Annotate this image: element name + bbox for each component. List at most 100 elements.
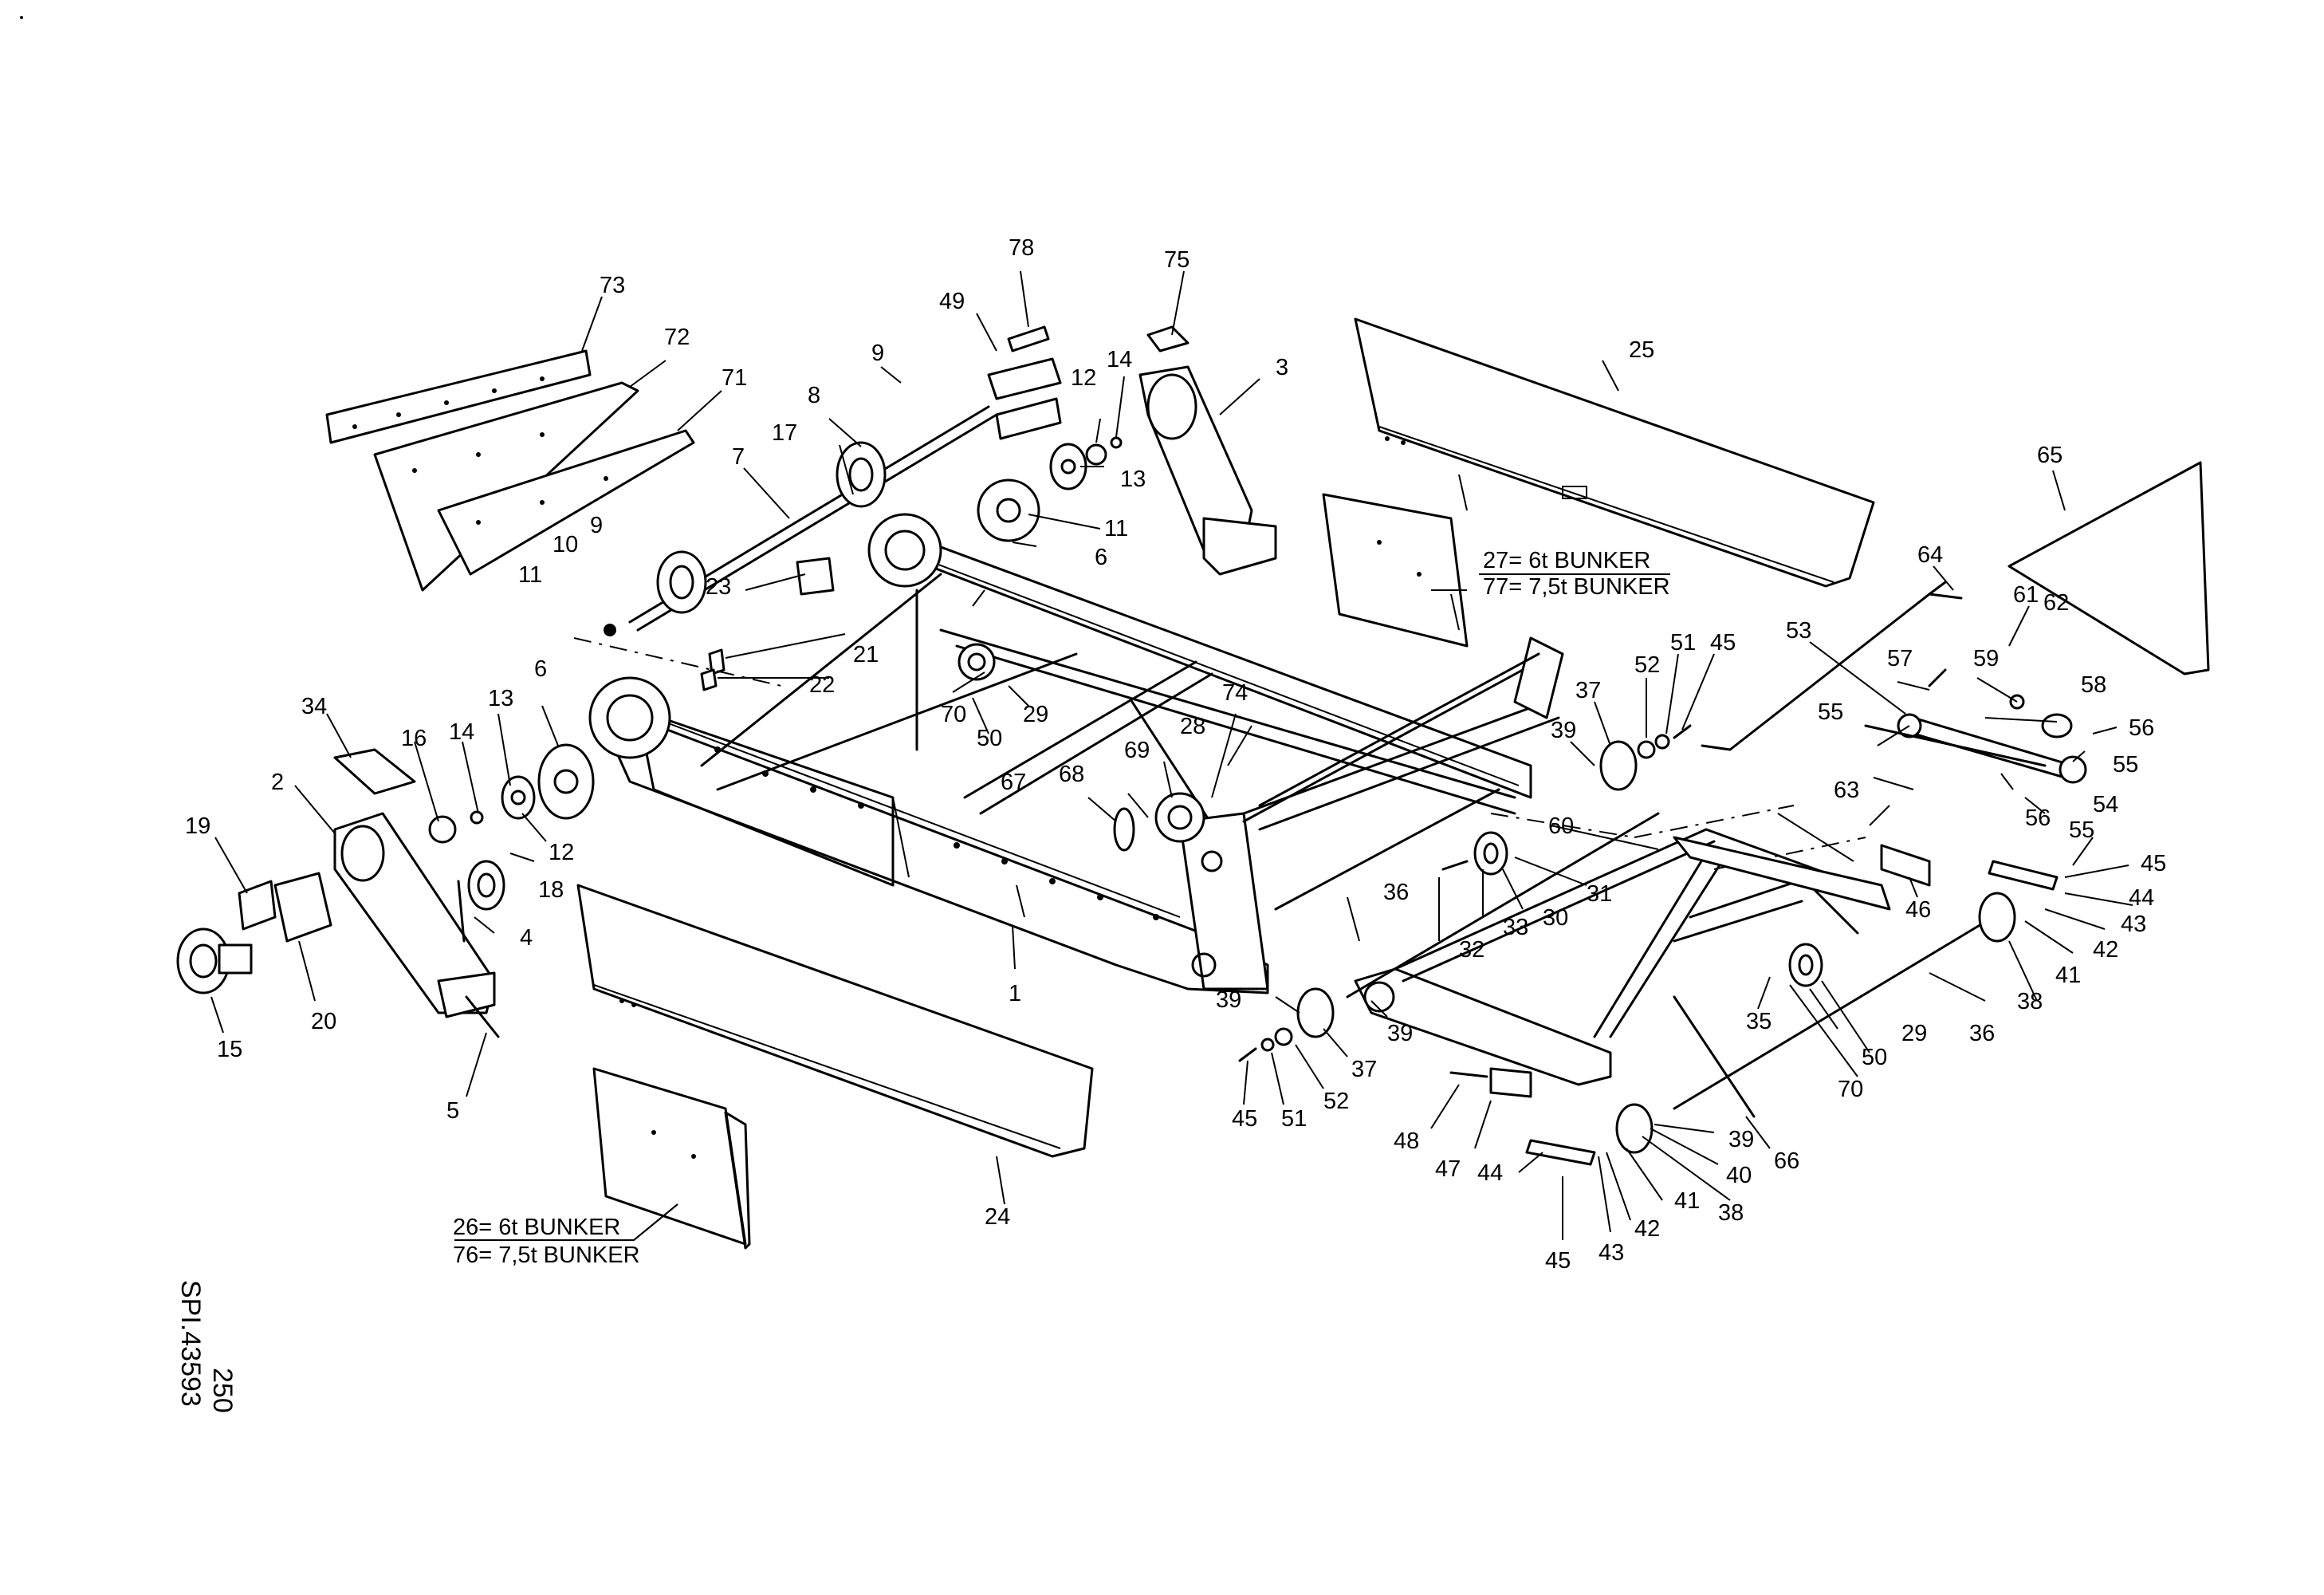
roller-38-upper: [1978, 892, 2016, 943]
callout-55-mid: 55: [2113, 752, 2138, 778]
roller-30: [1473, 831, 1508, 876]
washer-52-lower: [1274, 1027, 1293, 1046]
callout-70-lower: 70: [1838, 1077, 1863, 1102]
bunker-plate-26: [592, 1067, 751, 1250]
callout-55-upper: 55: [1818, 699, 1843, 725]
callout-42-low: 42: [1634, 1216, 1660, 1242]
callout-37-lower: 37: [1351, 1057, 1377, 1082]
callout-38-low: 38: [1718, 1200, 1744, 1226]
callout-25: 25: [1629, 337, 1654, 363]
callout-labels: 73 72 71 7 17 8 9 49 78 75 3 14 12 13 11…: [185, 235, 2166, 1274]
callout-15: 15: [217, 1037, 242, 1062]
wear-plate-73: [325, 349, 592, 444]
bolt-57: [1928, 668, 1947, 687]
callout-24: 24: [985, 1204, 1010, 1230]
callout-8: 8: [808, 383, 820, 408]
cylinder-54: [1897, 713, 2087, 784]
bolt-5: [465, 995, 500, 1038]
wear-plate-72: [373, 381, 639, 592]
callout-54: 54: [2093, 792, 2118, 817]
callout-66: 66: [1774, 1148, 1799, 1174]
strut-66: [1673, 995, 1756, 1118]
side-panel-25: [1354, 317, 1875, 588]
callout-17: 17: [772, 420, 797, 446]
drive-shaft: [604, 405, 998, 636]
callout-38-right: 38: [2017, 989, 2043, 1014]
callout-33: 33: [1503, 915, 1528, 940]
page-number: 250: [207, 1368, 238, 1413]
callout-50-upper: 50: [977, 726, 1002, 751]
shaft-36: [1346, 812, 1660, 998]
roller-38-lower: [1615, 1103, 1654, 1154]
callout-31: 31: [1587, 881, 1612, 907]
nut-51-lower: [1260, 1038, 1275, 1052]
leader-lines: [210, 270, 2133, 1241]
hydraulic-motor-15: [176, 927, 253, 994]
callout-22: 22: [809, 672, 835, 698]
gearbox-20: [273, 872, 332, 943]
callout-20: 20: [311, 1009, 336, 1034]
bolt-45-lower: [1238, 1047, 1257, 1062]
callout-27: 27= 6t BUNKER: [1483, 548, 1650, 573]
ring-14: [470, 810, 484, 825]
tensioner-44-lower: [1525, 1139, 1596, 1166]
callout-65: 65: [2037, 443, 2063, 468]
callout-21: 21: [853, 642, 879, 668]
callout-51-lower: 51: [1281, 1106, 1307, 1132]
bearing-29-lower: [1788, 943, 1823, 987]
callout-6-upper: 6: [1095, 545, 1107, 570]
callout-39-upper: 39: [1551, 718, 1576, 743]
bunker-plate-27: [1322, 493, 1469, 648]
bracket-78: [1007, 325, 1050, 352]
callout-42-right: 42: [2093, 937, 2118, 963]
callout-30: 30: [1543, 905, 1568, 931]
callout-61: 61: [2013, 582, 2039, 608]
callout-36-right: 36: [1969, 1021, 1995, 1046]
callout-41-low: 41: [1674, 1188, 1700, 1214]
callout-59: 59: [1973, 646, 1999, 671]
nut-51-upper: [1654, 734, 1670, 750]
callout-28: 28: [1180, 714, 1205, 739]
wear-plate-71: [437, 429, 695, 576]
callout-68: 68: [1059, 762, 1084, 787]
callout-44-low: 44: [1477, 1160, 1503, 1186]
callout-62: 62: [2043, 590, 2069, 616]
callout-47: 47: [1435, 1156, 1461, 1182]
callout-41-right: 41: [2055, 963, 2081, 988]
callout-70-upper: 70: [941, 702, 966, 727]
callout-76: 76= 7,5t BUNKER: [453, 1243, 640, 1268]
callout-29-upper: 29: [1023, 702, 1048, 727]
callout-77: 77= 7,5t BUNKER: [1483, 574, 1670, 600]
callout-56-upper: 56: [2129, 715, 2154, 741]
bearing-29-upper: [958, 643, 996, 681]
callout-5: 5: [446, 1098, 459, 1124]
callout-45-right: 45: [2141, 851, 2166, 876]
shaft-36-right: [1673, 916, 1995, 1110]
callout-45-upper: 45: [1710, 630, 1736, 656]
rod-63: [1864, 724, 2047, 767]
drawing-number: SPI.43593: [175, 1280, 206, 1407]
callout-53: 53: [1786, 618, 1811, 644]
callout-4: 4: [520, 925, 533, 951]
callout-67: 67: [1001, 770, 1026, 795]
callout-37-upper: 37: [1575, 678, 1601, 703]
callout-78: 78: [1009, 235, 1034, 261]
callout-40: 40: [1726, 1163, 1752, 1188]
callout-12: 12: [549, 840, 574, 865]
callout-45-low: 45: [1545, 1248, 1571, 1274]
callout-69: 69: [1124, 738, 1150, 763]
callout-16: 16: [401, 726, 427, 751]
callout-51-upper: 51: [1670, 630, 1696, 656]
callout-36-left: 36: [1383, 880, 1409, 905]
callout-44-right: 44: [2129, 885, 2154, 911]
ring-12-upper: [1085, 443, 1107, 466]
callout-46: 46: [1905, 897, 1931, 923]
callout-57: 57: [1887, 646, 1913, 671]
callout-48: 48: [1394, 1128, 1419, 1154]
callout-43-low: 43: [1598, 1240, 1624, 1266]
callout-45-lower: 45: [1232, 1106, 1257, 1132]
main-frame: [588, 513, 1564, 994]
flange-6: [537, 743, 595, 820]
callout-75: 75: [1164, 247, 1190, 273]
callout-34: 34: [301, 694, 327, 719]
